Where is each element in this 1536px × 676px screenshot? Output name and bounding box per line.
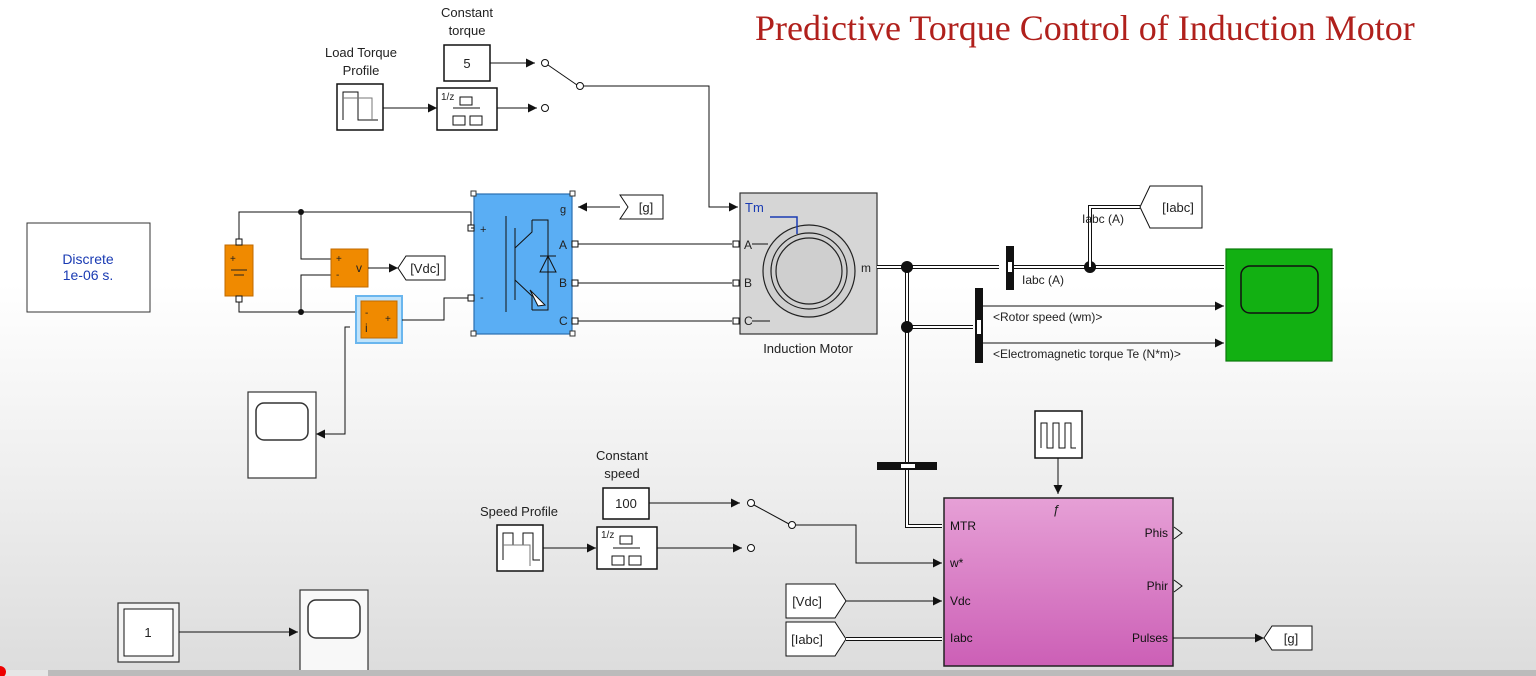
measurement-bus xyxy=(877,261,999,528)
controller-in-mtr: MTR xyxy=(950,519,976,533)
constant-torque-block[interactable]: 5 xyxy=(443,44,491,82)
from-iabc-label: [Iabc] xyxy=(791,632,823,647)
motor-port-b: B xyxy=(744,276,752,290)
constant-torque-label-2: torque xyxy=(449,23,486,38)
svg-text:-: - xyxy=(365,308,368,319)
from-vdc-label: [Vdc] xyxy=(792,594,822,609)
induction-motor-block[interactable]: Tm A B C m xyxy=(732,192,878,335)
goto-iabc[interactable]: [Iabc] xyxy=(1139,185,1203,229)
controller-in-vdc: Vdc xyxy=(950,594,971,608)
inverter-port-b: B xyxy=(559,276,567,290)
rate-transition-bottom[interactable]: 1/z xyxy=(596,526,658,570)
ptc-controller-block[interactable]: ƒ MTR w* Vdc Iabc Phis Phir Pulses xyxy=(943,497,1183,667)
from-g-top[interactable]: [g] xyxy=(619,194,664,220)
svg-text:-: - xyxy=(480,292,484,304)
powergui-mode: Discrete xyxy=(62,251,114,267)
motor-port-m: m xyxy=(861,261,871,275)
trigger-icon: ƒ xyxy=(1053,502,1060,517)
current-meas-port: i xyxy=(365,321,368,335)
from-iabc[interactable]: [Iabc] xyxy=(785,621,847,657)
rate-transition-top-text: 1/z xyxy=(441,92,454,103)
pulse-icon xyxy=(1040,422,1076,449)
svg-text:+: + xyxy=(480,224,486,236)
powergui-block[interactable]: Discrete 1e-06 s. xyxy=(26,222,151,313)
signal-iabc-top: Iabc (A) xyxy=(1082,212,1124,226)
rate-transition-bottom-text: 1/z xyxy=(601,530,614,541)
goto-vdc[interactable]: [Vdc] xyxy=(397,255,446,281)
scope-motor[interactable] xyxy=(1225,248,1333,362)
motor-port-tm: Tm xyxy=(745,200,764,215)
signal-torque: <Electromagnetic torque Te (N*m)> xyxy=(993,347,1181,361)
svg-text:-: - xyxy=(336,270,339,281)
constant-speed-label-1: Constant xyxy=(596,448,648,463)
controller-out-phis: Phis xyxy=(1145,526,1168,540)
motor-port-c: C xyxy=(744,314,753,328)
video-progress-bar[interactable] xyxy=(0,666,1536,676)
controller-in-iabc: Iabc xyxy=(950,631,973,645)
powergui-sample-time: 1e-06 s. xyxy=(63,267,114,283)
signal-builder-icon xyxy=(342,91,378,121)
pulse-generator[interactable] xyxy=(1034,410,1083,459)
load-torque-profile-block[interactable] xyxy=(336,83,384,131)
inverter-port-g: g xyxy=(560,204,566,216)
goto-vdc-label: [Vdc] xyxy=(410,261,440,276)
goto-g-bottom-label: [g] xyxy=(1284,631,1298,646)
svg-text:+: + xyxy=(385,314,391,325)
load-torque-label-1: Load Torque xyxy=(325,45,397,60)
constant-speed-value: 100 xyxy=(615,496,637,511)
constant-one-block[interactable]: 1 xyxy=(117,602,180,663)
constant-speed-block[interactable]: 100 xyxy=(602,487,650,520)
goto-iabc-label: [Iabc] xyxy=(1162,200,1194,215)
manual-switch-torque[interactable] xyxy=(541,59,584,112)
inverter-block[interactable]: + - g A B C xyxy=(467,190,579,337)
from-g-top-label: [g] xyxy=(639,200,653,215)
signal-iabc-bottom: Iabc (A) xyxy=(1022,273,1064,287)
inverter-port-c: C xyxy=(559,314,568,328)
speed-profile-block[interactable] xyxy=(496,524,544,572)
from-vdc[interactable]: [Vdc] xyxy=(785,583,847,619)
diagram-title: Predictive Torque Control of Induction M… xyxy=(755,8,1415,48)
constant-torque-value: 5 xyxy=(463,56,470,71)
controller-out-pulses: Pulses xyxy=(1132,631,1168,645)
dc-voltage-source[interactable]: + xyxy=(224,238,254,303)
controller-out-phir: Phir xyxy=(1147,579,1168,593)
controller-in-w: w* xyxy=(949,556,964,570)
progress-scrubber[interactable] xyxy=(0,666,6,676)
motor-port-a: A xyxy=(744,238,752,252)
motor-icon xyxy=(752,216,856,322)
svg-text:+: + xyxy=(336,254,342,265)
bus-selector-mtr[interactable] xyxy=(877,462,937,470)
constant-torque-label-1: Constant xyxy=(441,5,493,20)
motor-name: Induction Motor xyxy=(763,341,853,356)
signal-rotor-speed: <Rotor speed (wm)> xyxy=(993,310,1102,324)
bus-selector-speed-torque[interactable] xyxy=(975,288,983,363)
svg-text:+: + xyxy=(230,254,236,265)
constant-one-value: 1 xyxy=(144,625,151,640)
current-measurement-block[interactable]: - + i xyxy=(355,295,403,344)
voltage-measurement-block[interactable]: + - v xyxy=(330,248,369,288)
load-torque-label-2: Profile xyxy=(343,63,380,78)
manual-switch-speed[interactable] xyxy=(747,499,796,552)
bus-selector-iabc[interactable] xyxy=(1006,246,1014,290)
voltage-meas-port: v xyxy=(356,261,362,275)
scope-bottom[interactable] xyxy=(299,589,369,676)
goto-g-bottom[interactable]: [g] xyxy=(1263,625,1313,651)
scope-current[interactable] xyxy=(247,391,317,479)
igbt-diode-icon xyxy=(505,216,557,312)
speed-profile-label: Speed Profile xyxy=(480,504,558,519)
inverter-port-a: A xyxy=(559,238,567,252)
constant-speed-label-2: speed xyxy=(604,466,639,481)
rate-transition-top[interactable]: 1/z xyxy=(436,87,498,131)
